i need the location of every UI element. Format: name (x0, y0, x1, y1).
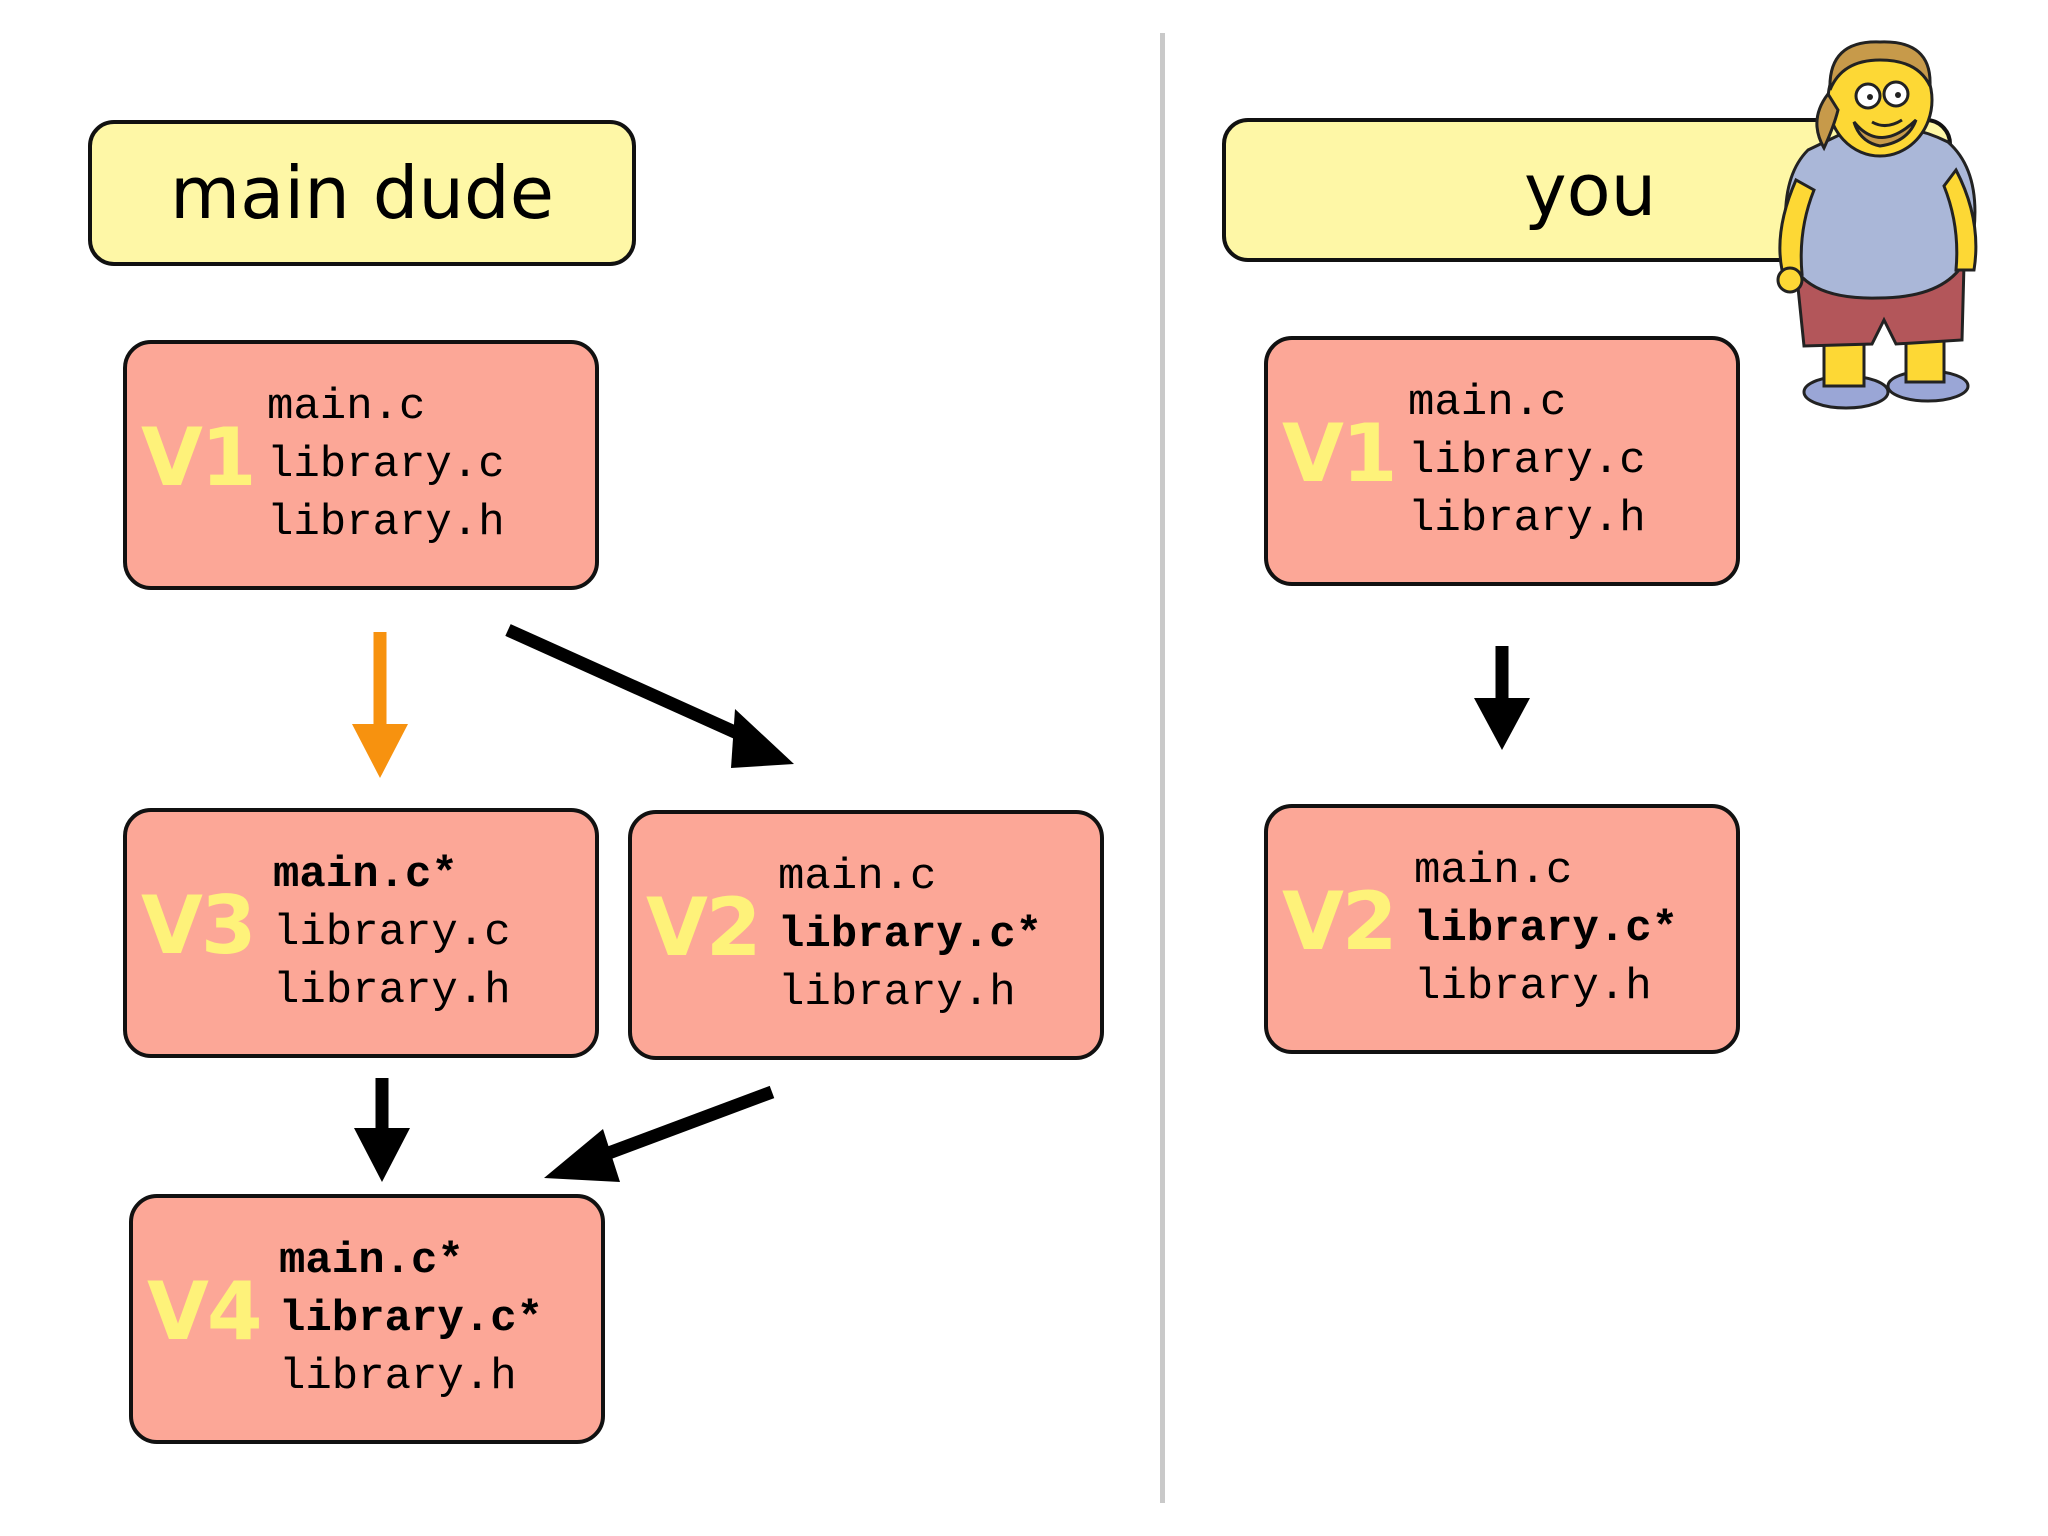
arrow-v3-to-v4 (354, 1078, 410, 1182)
file-entry: library.h (778, 968, 1016, 1018)
file-entry: main.c (1414, 846, 1573, 896)
version-label: V2 (1282, 875, 1398, 968)
file-list: main.c library.c* library.h (1414, 842, 1678, 1016)
version-label: V1 (141, 411, 257, 504)
header-main-dude: main dude (88, 120, 636, 266)
version-box-right-v1: V1 main.c library.c library.h (1264, 336, 1740, 586)
file-list: main.c library.c library.h (1408, 374, 1646, 548)
file-entry: library.c (273, 908, 511, 958)
file-list: main.c* library.c library.h (273, 846, 511, 1020)
arrow-right-v1-to-v2 (1474, 646, 1530, 750)
version-box-left-v1: V1 main.c library.c library.h (123, 340, 599, 590)
file-entry: library.c* (1414, 904, 1679, 954)
file-entry: library.c (1408, 436, 1646, 486)
file-entry: library.h (1408, 494, 1646, 544)
arrow-v2-to-v4 (544, 1085, 775, 1182)
header-main-dude-label: main dude (169, 151, 555, 235)
file-entry: main.c* (279, 1236, 464, 1286)
version-label: V2 (646, 881, 762, 974)
file-entry: library.h (267, 498, 505, 548)
file-entry: library.c* (778, 910, 1043, 960)
version-box-right-v2: V2 main.c library.c* library.h (1264, 804, 1740, 1054)
file-entry: library.h (273, 966, 511, 1016)
version-label: V4 (147, 1265, 263, 1358)
column-divider (1160, 33, 1165, 1503)
file-entry: library.h (279, 1352, 517, 1402)
file-list: main.c library.c* library.h (778, 848, 1042, 1022)
version-box-left-v4: V4 main.c* library.c* library.h (129, 1194, 605, 1444)
file-entry: main.c (267, 382, 426, 432)
version-label: V1 (1282, 407, 1398, 500)
arrow-v1-to-v2 (505, 624, 794, 768)
file-entry: library.c (267, 440, 505, 490)
arrow-v1-to-v3 (352, 632, 408, 778)
version-box-left-v3: V3 main.c* library.c library.h (123, 808, 599, 1058)
comic-book-guy-cartoon-icon (1776, 40, 1978, 410)
version-box-left-v2: V2 main.c library.c* library.h (628, 810, 1104, 1060)
version-label: V3 (141, 879, 257, 972)
file-entry: main.c (1408, 378, 1567, 428)
file-entry: main.c* (273, 850, 458, 900)
file-entry: library.c* (279, 1294, 544, 1344)
file-entry: library.h (1414, 962, 1652, 1012)
header-you-label: you (1524, 148, 1657, 232)
file-list: main.c library.c library.h (267, 378, 505, 552)
file-list: main.c* library.c* library.h (279, 1232, 543, 1406)
file-entry: main.c (778, 852, 937, 902)
